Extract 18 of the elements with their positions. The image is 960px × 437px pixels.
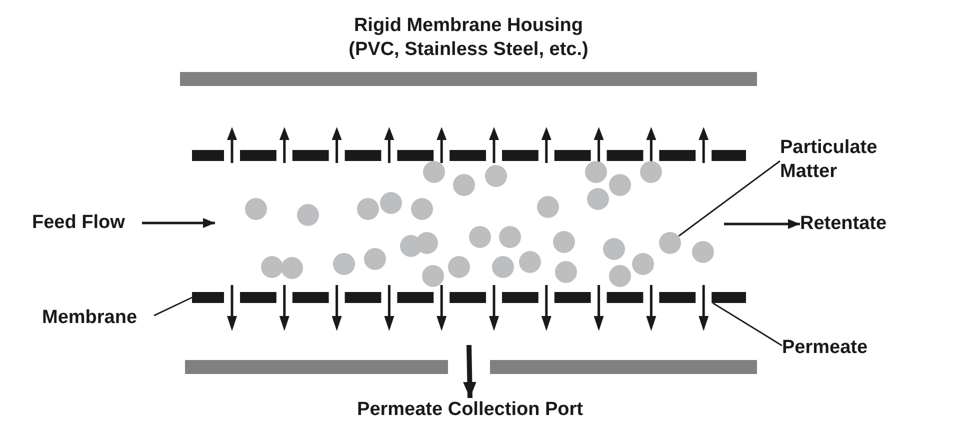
leader-line	[678, 160, 780, 237]
arrow	[142, 218, 215, 228]
heading-label: Rigid Membrane Housing (PVC, Stainless Steel, etc.)	[348, 14, 590, 62]
text-label: Permeate	[782, 336, 882, 360]
housing-wall	[180, 72, 757, 86]
text-label: Permeate Collection Port	[320, 398, 620, 422]
arrow	[463, 344, 476, 398]
housing-wall	[185, 360, 448, 374]
leader-line	[712, 302, 782, 346]
housing-wall	[490, 360, 757, 374]
leader-line	[154, 296, 192, 316]
text-label: Retentate	[800, 212, 910, 236]
text-label: Feed Flow	[32, 211, 142, 235]
membrane	[192, 292, 746, 303]
membrane	[192, 150, 746, 161]
text-label: Particulate Matter	[780, 136, 900, 184]
text-label: Membrane	[42, 306, 154, 330]
arrow	[724, 219, 800, 229]
